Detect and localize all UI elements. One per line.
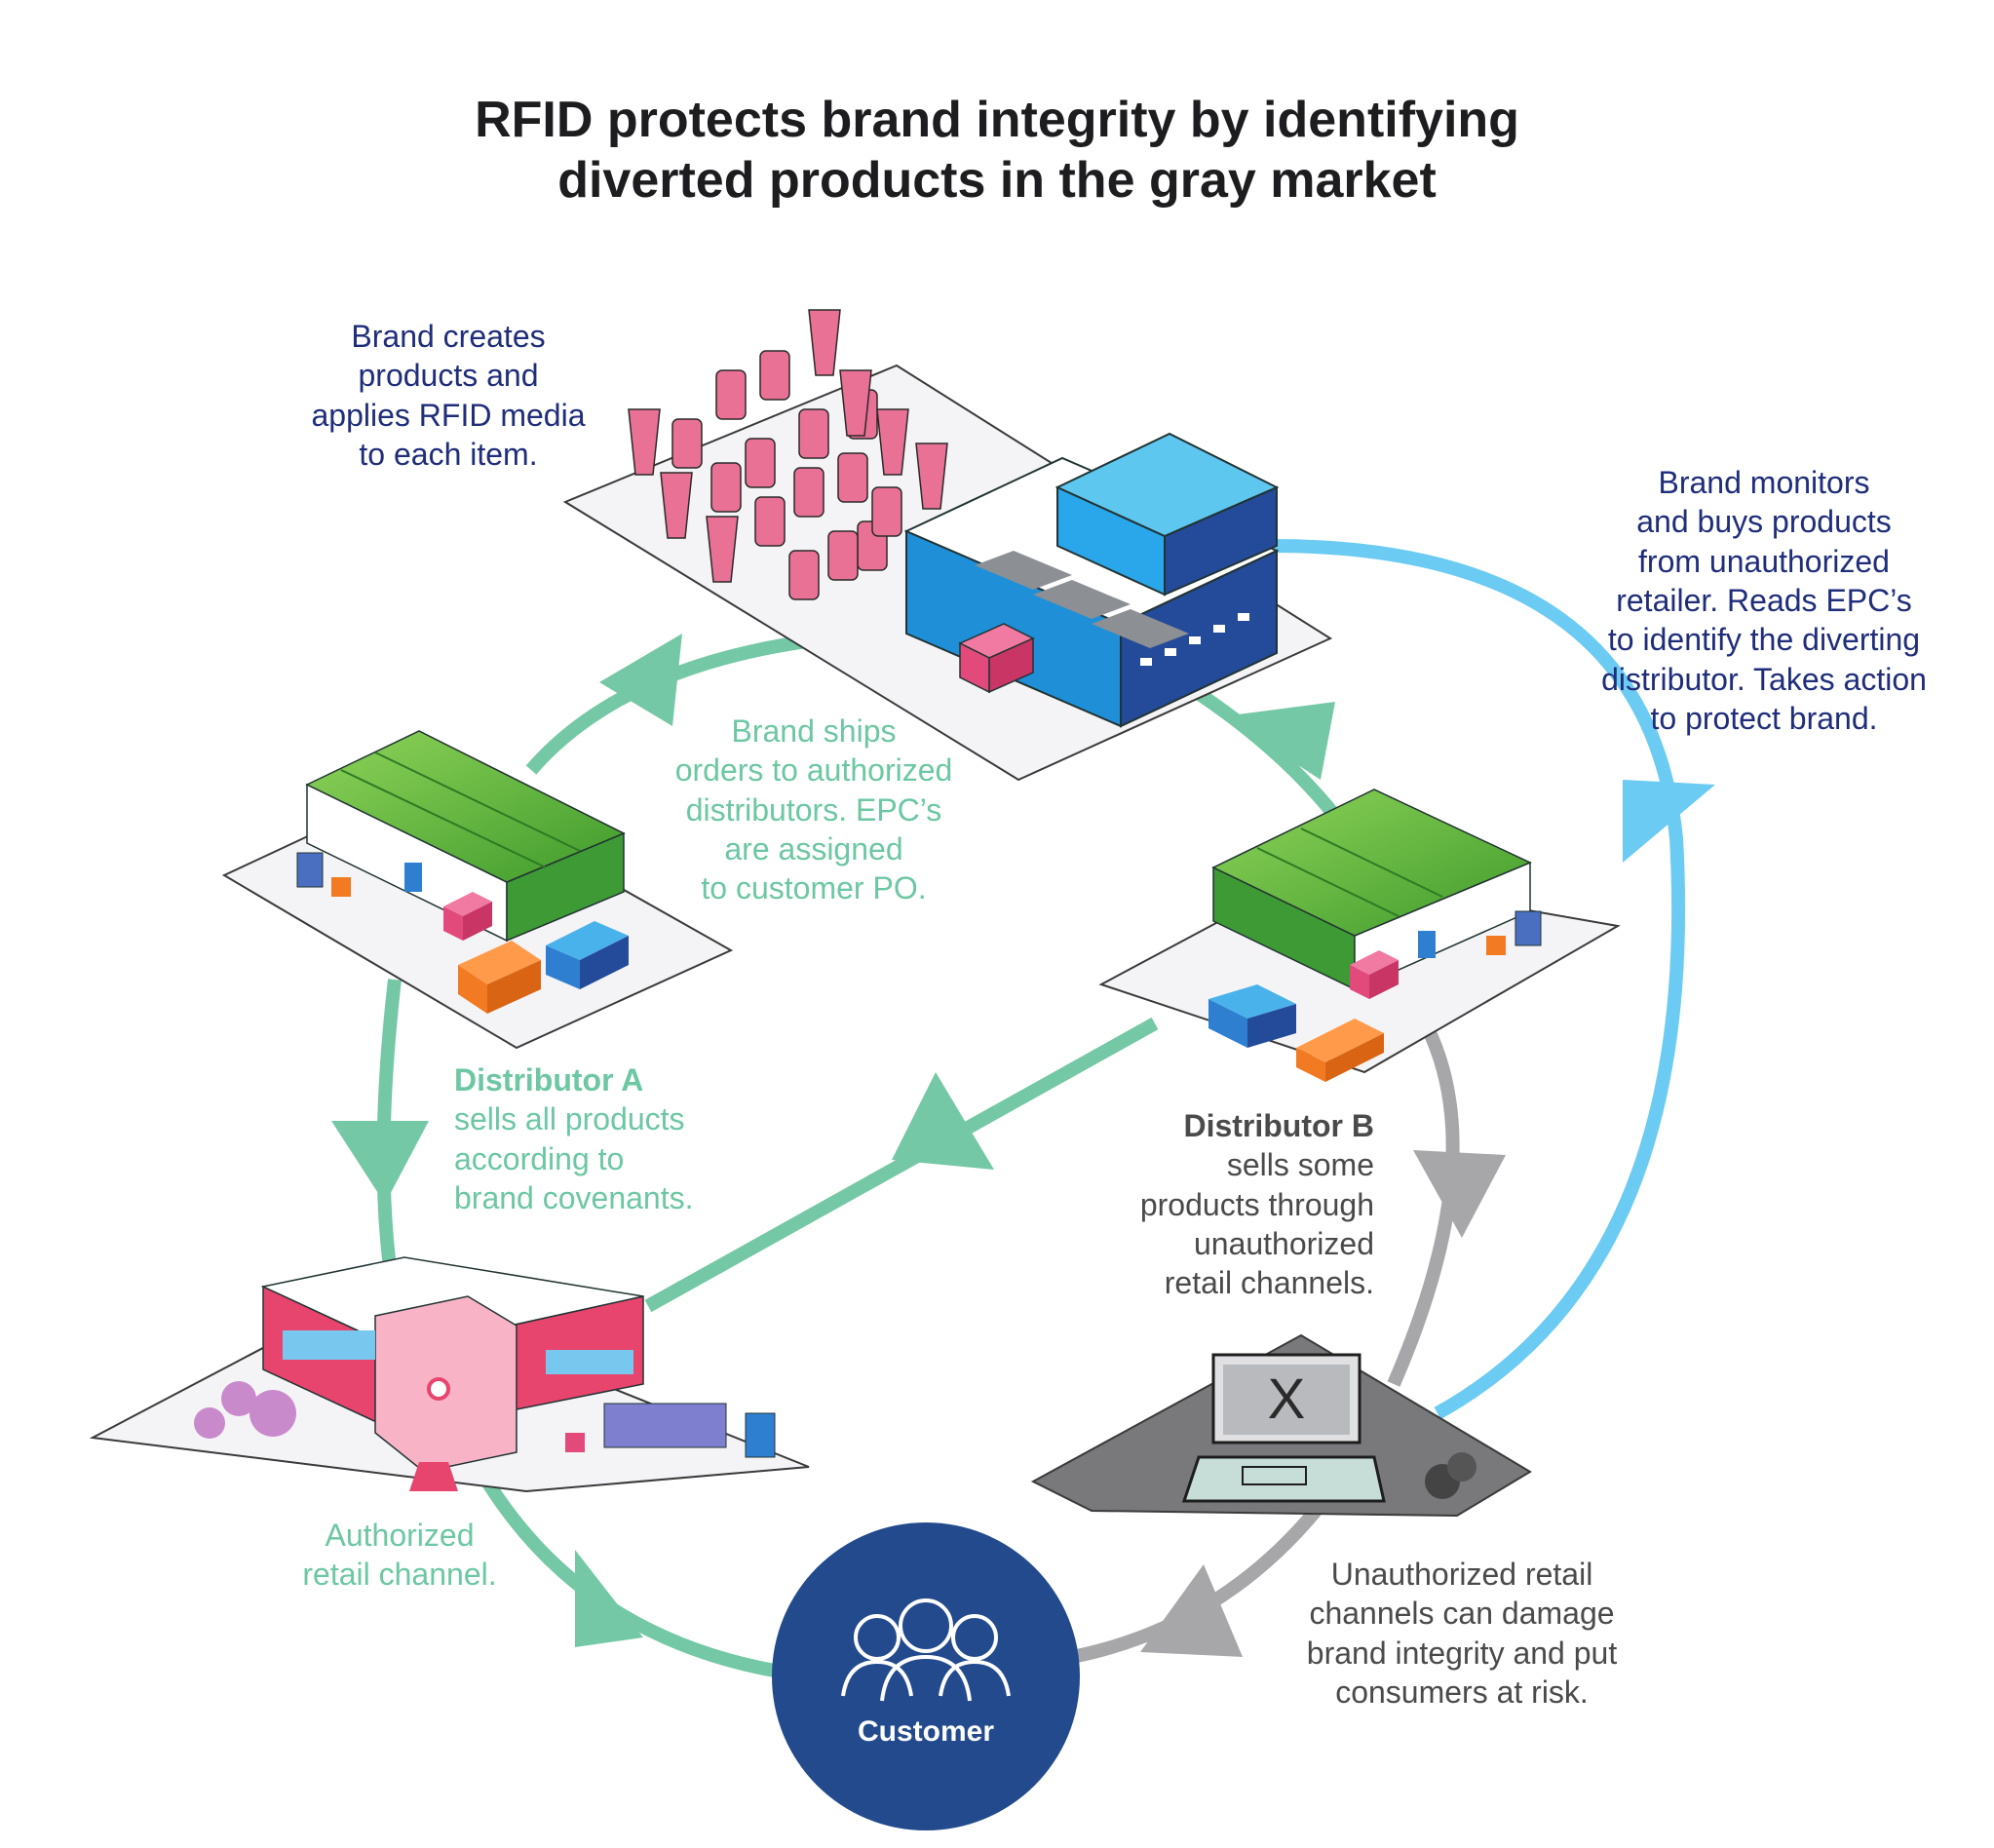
distributor-a-name: Distributor A [454, 1062, 644, 1097]
brand-ships-line: orders to authorized [674, 752, 953, 789]
distributor-a-text: Distributor A sells all products accordi… [454, 1060, 786, 1217]
brand-creates-line: Brand creates [351, 319, 546, 354]
page-title: RFID protects brand integrity by identif… [0, 90, 1994, 212]
distributor-a-line: according to [454, 1140, 625, 1176]
authorized-line: Authorized [325, 1518, 475, 1553]
brand-monitors-line: to protect brand. [1650, 700, 1878, 736]
laptop-x-icon [1030, 1333, 1532, 1518]
distributor-b-line: products through [1139, 1186, 1374, 1222]
flow-distributor-b-to-laptop [1387, 1024, 1460, 1387]
customer-label: Customer [857, 1715, 995, 1748]
brand-creates-line: applies RFID media [311, 397, 586, 433]
retail-store-icon [89, 1256, 810, 1493]
brand-monitors-line: Brand monitors [1658, 465, 1870, 500]
distributor-b-line: retail channels. [1164, 1265, 1374, 1301]
arrowhead-to-distributor-b [1223, 702, 1335, 780]
arrowhead-to-customer-green [575, 1550, 643, 1647]
brand-monitors-line: from unauthorized [1638, 543, 1890, 579]
unauthorized-line: brand integrity and put [1306, 1635, 1618, 1671]
authorized-text: Authorized retail channel. [263, 1516, 536, 1595]
arrowhead-to-laptop [1413, 1150, 1506, 1238]
brand-ships-line: to customer PO. [701, 870, 927, 906]
brand-creates-line: to each item. [359, 436, 538, 472]
arrowhead-to-brand-blue [1623, 780, 1715, 863]
arrowhead-to-retail-from-b [892, 1072, 994, 1170]
brand-monitors-line: to identify the diverting [1607, 622, 1921, 658]
brand-ships-line: are assigned [724, 830, 903, 866]
title-line-2: diverted products in the gray market [557, 152, 1437, 210]
brand-creates-text: Brand creates products and applies RFID … [273, 317, 624, 474]
warehouse-a-icon [221, 730, 734, 1050]
brand-ships-line: Brand ships [731, 713, 897, 749]
flow-laptop-to-brand [1271, 539, 1686, 1420]
product-bottles [628, 309, 948, 600]
brand-monitors-line: retailer. Reads EPC’s [1616, 582, 1912, 618]
title-line-1: RFID protects brand integrity by identif… [475, 92, 1519, 148]
distributor-b-text: Distributor B sells some products throug… [1062, 1106, 1374, 1303]
brand-ships-text: Brand ships orders to authorized distrib… [633, 712, 994, 908]
authorized-line: retail channel. [302, 1557, 497, 1593]
unauthorized-line: Unauthorized retail [1330, 1557, 1593, 1592]
arrowhead-to-customer-gray [1140, 1564, 1243, 1657]
unauthorized-line: consumers at risk. [1335, 1674, 1589, 1710]
arrowhead-to-retail-from-a [331, 1121, 429, 1204]
laptop-x-mark: X [1268, 1367, 1306, 1431]
customer-group-icon [772, 1522, 1080, 1830]
brand-monitors-line: and buys products [1636, 504, 1892, 540]
distributor-b-line: unauthorized [1193, 1225, 1374, 1261]
distributor-b-line: sells some [1226, 1147, 1374, 1183]
distributor-b-name: Distributor B [1183, 1108, 1374, 1143]
warehouse-b-icon [1098, 789, 1621, 1082]
flow-factory-to-distributor-b [1185, 681, 1351, 833]
brand-monitors-line: distributor. Takes action [1601, 661, 1927, 697]
brand-creates-line: products and [358, 358, 539, 394]
unauthorized-line: channels can damage [1309, 1596, 1615, 1632]
brand-ships-line: distributors. EPC’s [685, 791, 942, 828]
flow-distributor-b-to-retail [644, 1017, 1159, 1313]
distributor-a-line: sells all products [454, 1101, 685, 1137]
unauthorized-text: Unauthorized retail channels can damage … [1257, 1555, 1667, 1712]
distributor-a-line: brand covenants. [454, 1179, 694, 1215]
flow-arrows [331, 539, 1715, 1678]
arrowhead-to-distributor-a [599, 634, 682, 726]
brand-monitors-text: Brand monitors and buys products from un… [1550, 463, 1978, 738]
